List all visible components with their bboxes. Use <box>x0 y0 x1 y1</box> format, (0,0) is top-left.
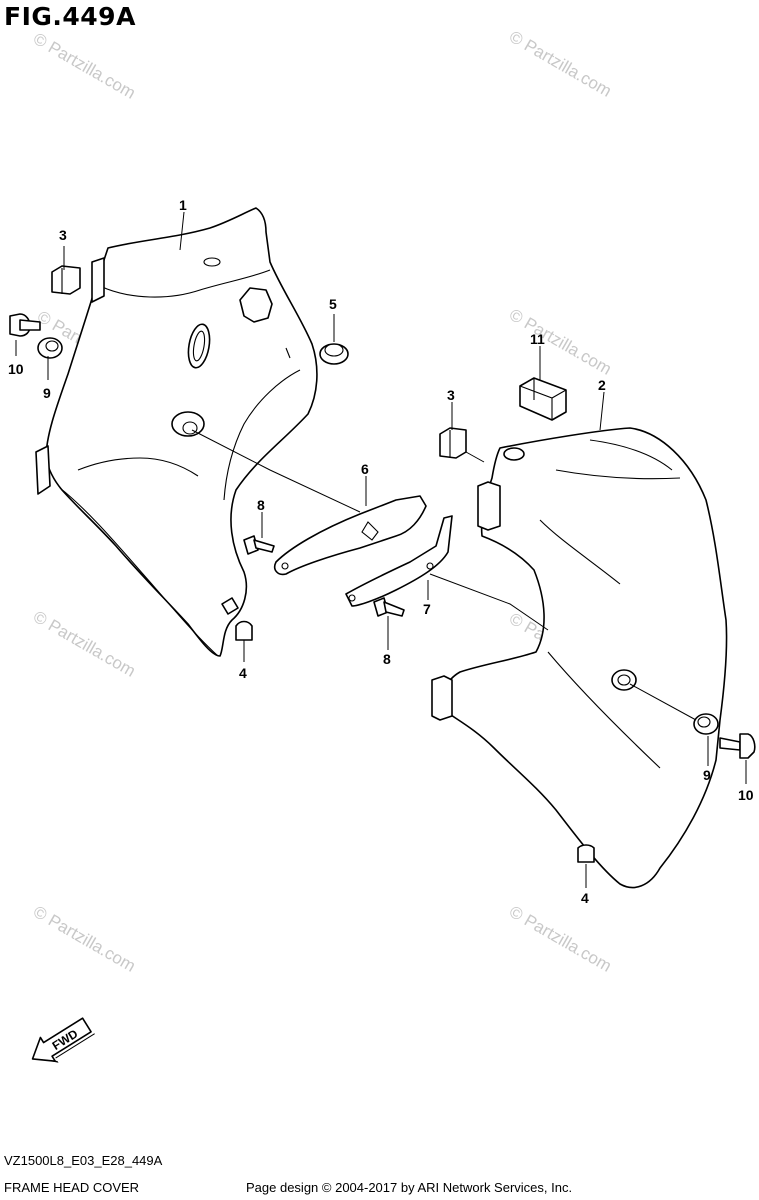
part-4-left <box>235 620 253 641</box>
model-code: VZ1500L8_E03_E28_449A <box>4 1153 163 1168</box>
callout-9: 9 <box>703 767 711 783</box>
part-6-bracket <box>273 495 427 576</box>
callout-1: 1 <box>179 197 187 213</box>
part-2-right-cover <box>431 427 728 889</box>
callout-8: 8 <box>257 497 265 513</box>
part-3-pad <box>51 265 81 295</box>
page-credit: Page design © 2004-2017 by ARI Network S… <box>246 1180 573 1195</box>
section-name: FRAME HEAD COVER <box>4 1180 140 1195</box>
part-1-left-cover <box>35 207 318 657</box>
callout-9: 9 <box>43 385 51 401</box>
callout-11: 11 <box>530 331 545 347</box>
watermark: © Partzilla.com <box>506 305 615 379</box>
part-8-screw-upper <box>243 535 275 555</box>
callout-7: 7 <box>423 601 431 617</box>
watermark: © Partzilla.com <box>506 902 615 976</box>
leader-lines <box>15 211 747 888</box>
callout-4: 4 <box>239 665 247 681</box>
part-5-grommet <box>319 343 349 365</box>
watermark: © Partzilla.com <box>30 902 139 976</box>
callout-3: 3 <box>447 387 455 403</box>
figure-title: FIG.449A <box>4 2 136 31</box>
part-11-pad <box>519 377 567 421</box>
part-8-screw-lower <box>373 597 405 617</box>
callout-10: 10 <box>738 787 754 803</box>
part-9-10-right <box>693 713 756 759</box>
callout-2: 2 <box>598 377 606 393</box>
watermark: © Partzilla.com <box>30 29 139 103</box>
callout-5: 5 <box>329 296 337 312</box>
part-4-right <box>577 844 595 863</box>
callouts: 1 3 5 10 9 6 8 4 7 8 3 11 2 9 10 4 <box>8 197 754 906</box>
part-3-pad <box>439 427 467 459</box>
callout-6: 6 <box>361 461 369 477</box>
watermark: © Partzilla.com <box>30 607 139 681</box>
callout-8: 8 <box>383 651 391 667</box>
part-9-10-left <box>9 313 63 359</box>
watermark: © Partzilla.com <box>506 27 615 101</box>
callout-4: 4 <box>581 890 589 906</box>
part-7-bracket <box>345 515 453 607</box>
fwd-arrow: FWD <box>31 1017 95 1063</box>
callout-10: 10 <box>8 361 24 377</box>
callout-3: 3 <box>59 227 67 243</box>
